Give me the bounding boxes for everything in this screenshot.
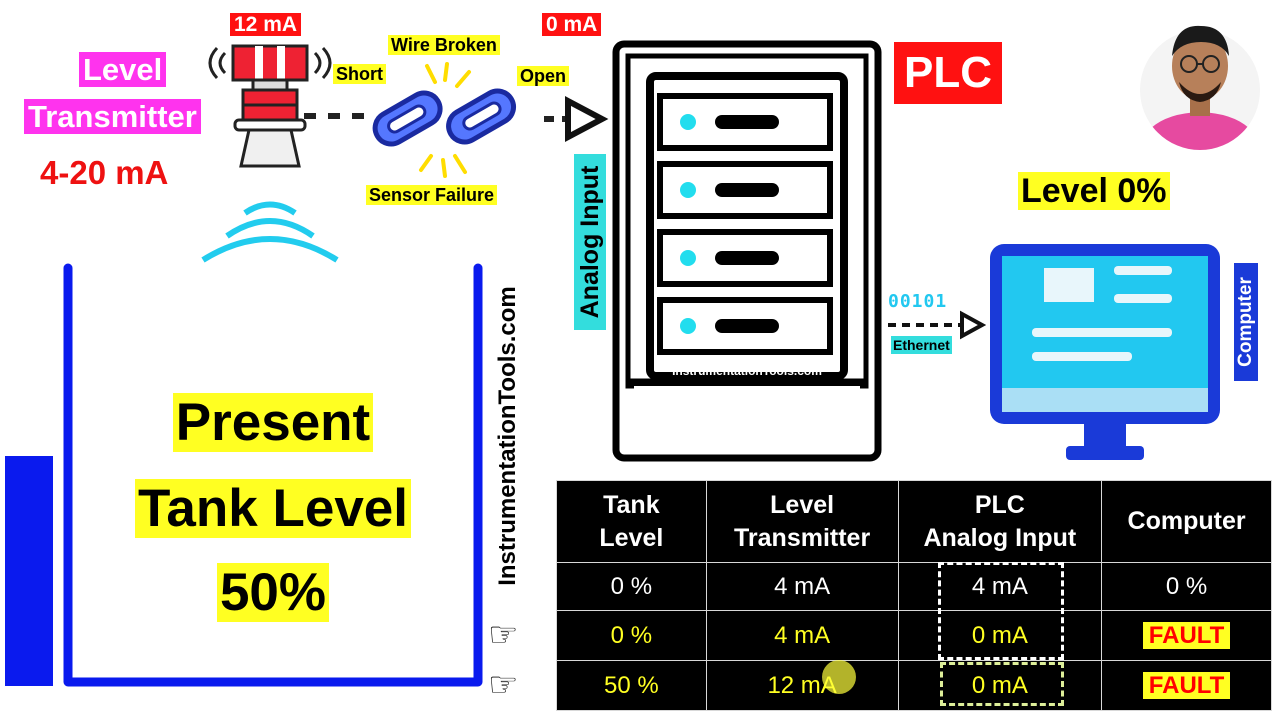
tank-caption-line2: Tank Level: [78, 478, 468, 540]
short-label: Short: [333, 63, 386, 85]
table-row: 0 % 4 mA 0 mA FAULT: [556, 610, 1272, 661]
broken-chain-icon: [372, 62, 517, 178]
level-transmitter-icon: [201, 44, 339, 263]
computer-level-readout: Level 0%: [1018, 170, 1170, 212]
plc-input-highlight-box: [938, 562, 1064, 660]
fault-badge: FAULT: [1142, 621, 1231, 649]
table-row: 0 % 4 mA 4 mA 0 %: [556, 562, 1272, 611]
table-cell: 0 %: [1101, 562, 1272, 611]
plc-current-reading: 0 mA: [542, 12, 602, 38]
pointing-hand-icon: ☞: [488, 666, 519, 704]
plc-rack-icon: [612, 40, 882, 462]
site-watermark: InstrumentationTools.com: [494, 286, 521, 586]
pointing-hand-icon: ☞: [488, 616, 519, 654]
tank-caption-line1: Present: [78, 393, 468, 452]
analog-input-label: Analog Input: [574, 154, 606, 330]
transmitter-range: 4-20 mA: [40, 154, 169, 191]
table-cell: 4 mA: [705, 562, 899, 611]
plc-title: PLC: [894, 42, 1002, 104]
tank-level-bar: [5, 456, 53, 686]
signal-wire-segment: [304, 113, 366, 119]
tank-vessel: [63, 263, 483, 687]
wire-broken-label: Wire Broken: [388, 34, 500, 56]
transmitter-label-line1: Level: [79, 52, 167, 88]
binary-stream: 00101: [888, 291, 948, 312]
table-cell: FAULT: [1101, 660, 1272, 711]
plc-input-highlight-box: [940, 662, 1064, 706]
table-cell: 50 %: [556, 660, 707, 711]
table-cell: FAULT: [1101, 610, 1272, 661]
table-cell: 0 mA: [897, 660, 1103, 711]
cursor-highlight: [822, 660, 856, 694]
table-cell: 0 mA: [897, 610, 1103, 661]
open-label: Open: [517, 65, 570, 87]
tank-caption-line3: 50%: [78, 562, 468, 624]
fault-badge: FAULT: [1142, 671, 1231, 699]
table-cell: 12 mA: [705, 660, 899, 711]
header-computer: Computer: [1101, 480, 1272, 563]
transmitter-current-reading: 12 mA: [230, 12, 302, 38]
sensor-failure-label: Sensor Failure: [366, 184, 498, 206]
computer-monitor-icon: [990, 244, 1220, 460]
transmitter-label-line2: Transmitter: [24, 99, 201, 135]
table-cell: 0 %: [556, 610, 707, 661]
ethernet-arrow: [888, 310, 986, 340]
presenter-avatar: [1140, 25, 1260, 150]
plc-watermark: InstrumentationTools.com: [672, 364, 822, 378]
plc-input-arrow: [544, 96, 609, 142]
table-row: 50 % 12 mA 0 mA FAULT: [556, 660, 1272, 711]
ethernet-label: Ethernet: [891, 336, 952, 354]
table-cell: 4 mA: [705, 610, 899, 661]
table-cell: 4 mA: [897, 562, 1103, 611]
table-cell: 0 %: [556, 562, 707, 611]
computer-label: Computer: [1234, 263, 1258, 381]
